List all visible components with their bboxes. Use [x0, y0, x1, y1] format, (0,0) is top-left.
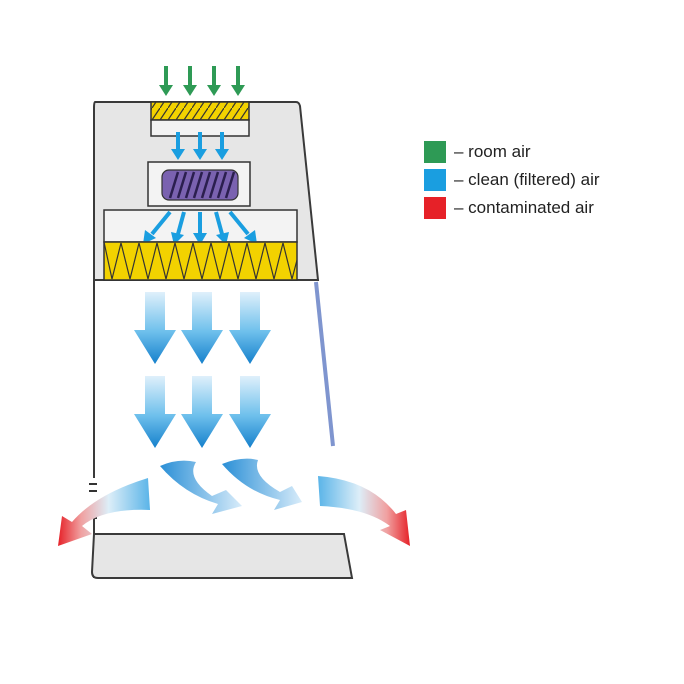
- clean-air-arrow: [171, 132, 185, 160]
- downflow-arrow: [134, 376, 176, 448]
- contaminated-air-arrow-right: [318, 476, 410, 546]
- clean-air-swatch-icon: [424, 169, 446, 191]
- filtered-air-arrows-upper: [171, 132, 229, 160]
- clean-air-arrow: [215, 132, 229, 160]
- clean-air-arrow: [143, 210, 172, 244]
- cabinet-rear-grille: [88, 478, 98, 518]
- clean-air-arrow: [228, 210, 257, 244]
- room-air-intake-arrows: [159, 66, 245, 96]
- front-exit-arrow: [318, 476, 410, 546]
- downflow-arrow: [181, 292, 223, 364]
- work-surface: [90, 533, 354, 579]
- downflow-arrow: [229, 292, 271, 364]
- clean-air-arrow: [193, 212, 207, 245]
- front-grille-swirl-arrows: [160, 458, 302, 514]
- fan-icon: [161, 169, 239, 201]
- contaminated-air-swatch-icon: [424, 197, 446, 219]
- legend-item-room-air: – room air: [424, 138, 600, 166]
- downflow-arrows-row1: [134, 292, 271, 364]
- legend-label: – room air: [454, 142, 531, 161]
- room-air-arrow: [231, 66, 245, 96]
- legend-item-clean-air: – clean (filtered) air: [424, 166, 600, 194]
- room-air-swatch-icon: [424, 141, 446, 163]
- filtered-air-arrows-diverging: [143, 210, 257, 245]
- downflow-arrow: [229, 376, 271, 448]
- rear-exit-arrow: [58, 478, 150, 546]
- swirl-arrow: [222, 458, 302, 510]
- legend-label: – contaminated air: [454, 198, 594, 217]
- downflow-arrow: [181, 376, 223, 448]
- clean-air-arrow: [193, 132, 207, 160]
- legend: – room air – clean (filtered) air – cont…: [424, 138, 600, 222]
- hepa-filter: [103, 241, 298, 281]
- room-air-arrow: [159, 66, 173, 96]
- sash-glass: [314, 281, 335, 447]
- downflow-arrows-row2: [134, 376, 271, 448]
- swirl-arrow: [160, 460, 242, 514]
- contaminated-air-arrow-left: [58, 478, 150, 546]
- legend-item-contaminated-air: – contaminated air: [424, 194, 600, 222]
- downflow-arrow: [134, 292, 176, 364]
- room-air-arrow: [207, 66, 221, 96]
- room-air-arrow: [183, 66, 197, 96]
- prefilter: [150, 101, 250, 121]
- legend-label: – clean (filtered) air: [454, 170, 600, 189]
